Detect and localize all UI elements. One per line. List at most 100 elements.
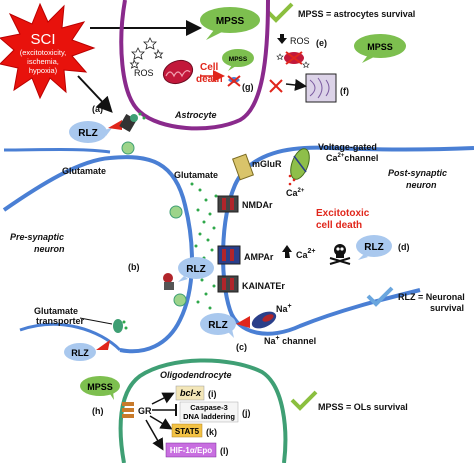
blocked-pathway-icon-g bbox=[227, 75, 241, 87]
presynaptic-membrane bbox=[2, 155, 194, 354]
check-icon bbox=[290, 390, 318, 411]
glutamate-dots bbox=[190, 182, 218, 310]
hif-label: HIF-1α/Epo bbox=[170, 446, 212, 455]
stat5-label: STAT5 bbox=[175, 427, 200, 436]
star-cluster-icon bbox=[129, 37, 164, 69]
gr-receptor-icon bbox=[122, 402, 134, 418]
mpss-bubble-oligo: MPSS bbox=[80, 376, 120, 400]
na-channel-label: Na+ channel bbox=[264, 335, 316, 346]
ros-down-label: ROS bbox=[290, 36, 310, 46]
rlz-bubble-c: RLZ bbox=[200, 313, 236, 338]
glu-transporter-label-1: Glutamate bbox=[34, 306, 78, 316]
tag-d: (d) bbox=[398, 242, 410, 252]
arrow-sci-to-astrocyte bbox=[77, 75, 113, 113]
na-channel-icon bbox=[236, 311, 277, 329]
rlz-bubble-a: RLZ bbox=[69, 121, 112, 143]
tag-b: (b) bbox=[128, 262, 140, 272]
tag-g: (g) bbox=[242, 82, 254, 92]
na-ion-label: Na+ bbox=[276, 303, 292, 314]
excitotoxic-label-1: Excitotoxic bbox=[316, 208, 370, 219]
ampa-label: AMPAr bbox=[244, 252, 274, 262]
kainate-receptor-icon bbox=[217, 275, 239, 293]
ros-label: ROS bbox=[134, 68, 154, 78]
tag-k: (k) bbox=[206, 427, 217, 437]
sci-burst: SCI (excitotoxicity, ischemia, hypoxia) bbox=[0, 2, 96, 100]
tag-c: (c) bbox=[236, 342, 247, 352]
caspase-label-2: DNA laddering bbox=[183, 412, 235, 421]
mglur-receptor-icon bbox=[232, 153, 254, 181]
tag-h: (h) bbox=[92, 406, 104, 416]
glu-transporter-icon bbox=[113, 319, 128, 333]
rlz-bubble-left: RLZ bbox=[64, 343, 96, 361]
dna-panel-f bbox=[269, 73, 337, 103]
sci-cause-1: (excitotoxicity, bbox=[20, 48, 67, 57]
presynaptic-label-2: neuron bbox=[34, 244, 65, 254]
bclx-label: bcl-x bbox=[180, 388, 202, 398]
tag-a: (a) bbox=[92, 104, 103, 114]
rlz-c-label: RLZ bbox=[208, 320, 227, 331]
rlz-b-label: RLZ bbox=[186, 264, 205, 275]
excitotoxic-label-2: cell death bbox=[316, 220, 362, 231]
postsynaptic-label-2: neuron bbox=[406, 180, 437, 190]
astrocyte-membrane bbox=[119, 0, 270, 131]
ca-up-label: Ca2+ bbox=[296, 248, 316, 260]
transporter-icon-a bbox=[108, 112, 146, 133]
legend-mpss-astrocytes: MPSS = astrocytes survival bbox=[298, 9, 415, 19]
hif-box: HIF-1α/Epo bbox=[165, 442, 217, 458]
mpss-small-label: MPSS bbox=[229, 56, 248, 63]
vg-ca-label-2: Ca2+channel bbox=[326, 153, 378, 163]
bclx-box: bcl-x bbox=[175, 385, 205, 401]
vg-ca-label-1: Voltage-gated bbox=[318, 142, 377, 152]
gr-label: GR bbox=[138, 406, 152, 416]
postsynaptic-label-1: Post-synaptic bbox=[388, 168, 447, 178]
oligodendrocyte-title: Oligodendrocyte bbox=[160, 370, 232, 380]
sci-title: SCI bbox=[30, 31, 55, 48]
mitochondrion-icon bbox=[162, 59, 194, 85]
tag-l: (l) bbox=[220, 446, 229, 456]
glutamate-left-label: Glutamate bbox=[62, 166, 106, 176]
arrow-down-icon bbox=[277, 34, 287, 44]
cell-death-label-1: Cell bbox=[200, 62, 219, 73]
postsynaptic-membrane bbox=[221, 145, 474, 336]
nmda-label: NMDAr bbox=[242, 200, 273, 210]
rlz-bubble-d: RLZ bbox=[356, 235, 392, 260]
legend-rlz-1: RLZ = Neuronal bbox=[398, 292, 465, 302]
glu-transporter-label-2: transporter bbox=[36, 316, 85, 326]
channel-icon-b bbox=[163, 273, 174, 290]
tag-f: (f) bbox=[340, 86, 349, 96]
vesicles-icon bbox=[121, 141, 187, 307]
astrocyte-title: Astrocyte bbox=[174, 110, 217, 120]
ca-ions-icon bbox=[288, 174, 296, 186]
tag-j: (j) bbox=[242, 408, 251, 418]
sci-cause-2: ischemia, bbox=[27, 57, 59, 66]
rlz-left-label: RLZ bbox=[71, 348, 89, 358]
check-icon bbox=[266, 2, 294, 23]
skull-icon bbox=[329, 244, 351, 265]
glutamate-mid-label: Glutamate bbox=[174, 170, 218, 180]
mpss-label-top: MPSS bbox=[216, 16, 245, 27]
caspase-box: Caspase-3 DNA laddering bbox=[179, 401, 239, 423]
mpss-bubble-top: MPSS bbox=[200, 7, 260, 40]
blocked-mito-icon-e bbox=[276, 51, 310, 69]
ca-ion-label: Ca2+ bbox=[286, 188, 305, 198]
rlz-d-label: RLZ bbox=[364, 242, 383, 253]
sci-cause-3: hypoxia) bbox=[29, 66, 58, 75]
cell-death-label-2: death bbox=[196, 74, 223, 85]
caspase-label-1: Caspase-3 bbox=[190, 403, 228, 412]
rlz-a-label: RLZ bbox=[78, 128, 97, 139]
stat5-box: STAT5 bbox=[171, 423, 203, 438]
mpss-right-label: MPSS bbox=[367, 42, 393, 52]
kainate-label: KAINATEr bbox=[242, 281, 285, 291]
presynaptic-label-1: Pre-synaptic bbox=[10, 232, 64, 242]
check-icon bbox=[366, 286, 394, 307]
mpss-bubble-right: MPSS bbox=[354, 34, 406, 63]
arrow-up-icon bbox=[282, 245, 292, 258]
legend-rlz-2: survival bbox=[430, 303, 464, 313]
mpss-oligo-label: MPSS bbox=[87, 382, 113, 392]
tag-i: (i) bbox=[208, 389, 217, 399]
tag-e: (e) bbox=[316, 38, 327, 48]
legend-mpss-ols: MPSS = OLs survival bbox=[318, 402, 408, 412]
nmda-receptor-icon bbox=[217, 195, 239, 213]
